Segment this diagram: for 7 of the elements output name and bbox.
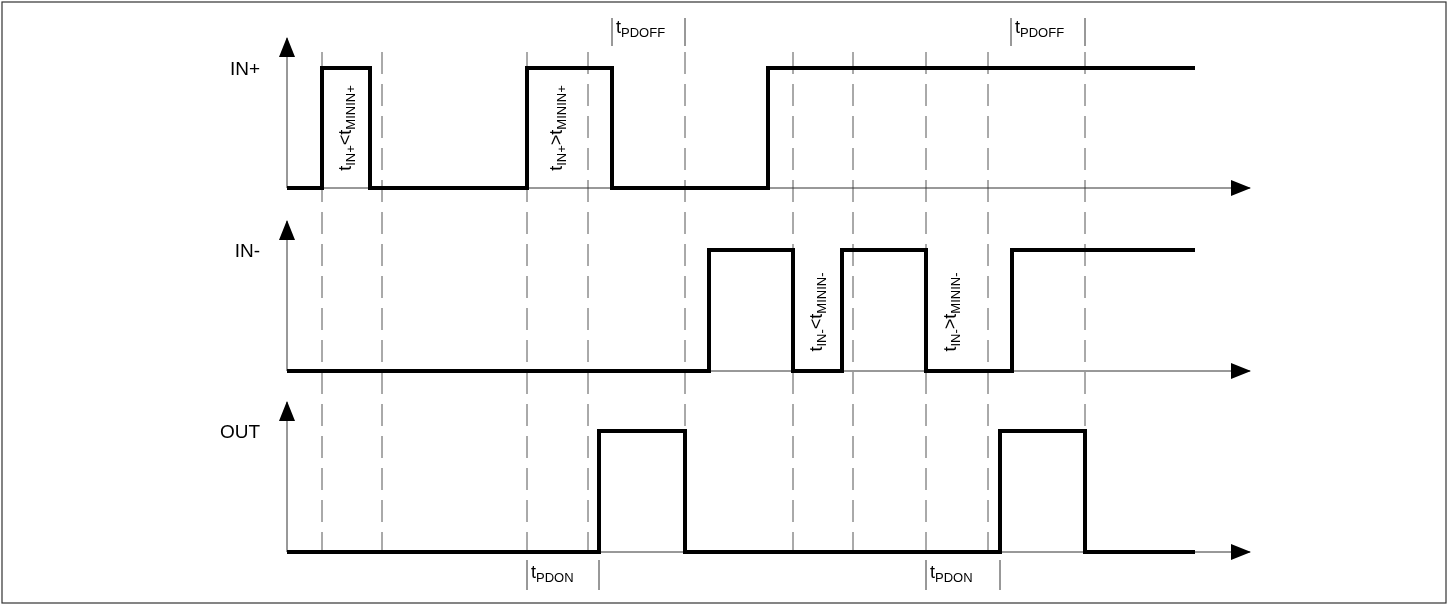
timing-label: t$_{PDOFF}$ bbox=[616, 18, 666, 39]
signal-label: OUT bbox=[219, 421, 260, 441]
signal-label: IN- bbox=[234, 240, 260, 260]
timing-label: t$_{PDOFF}$ bbox=[1015, 18, 1065, 39]
timing-label: t$_{PDON}$ bbox=[531, 563, 574, 584]
signal-label: IN+ bbox=[229, 58, 260, 78]
timing-label: t$_{PDON}$ bbox=[930, 563, 973, 584]
